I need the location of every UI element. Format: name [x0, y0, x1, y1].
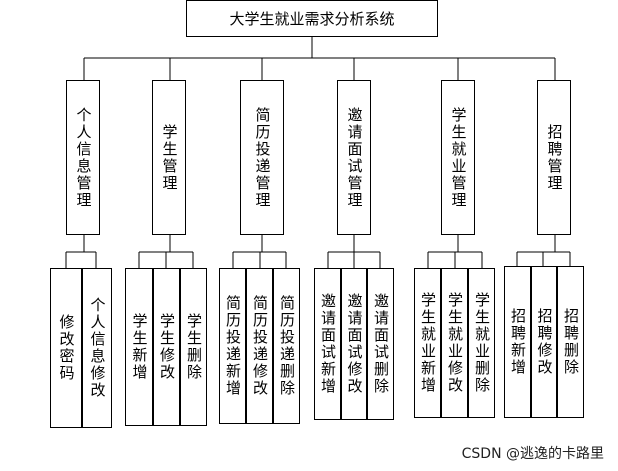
module-resume: 简历投递管理 [240, 80, 284, 235]
function-box: 简历投递新增 [219, 268, 246, 424]
function-box: 学生就业新增 [414, 268, 441, 418]
root-title: 大学生就业需求分析系统 [229, 10, 395, 28]
module-personal-info: 个人信息管理 [66, 80, 100, 235]
function-box: 招聘修改 [531, 266, 557, 418]
function-box: 简历投递修改 [246, 268, 273, 424]
module-student: 学生管理 [152, 80, 186, 235]
function-box: 学生新增 [125, 268, 153, 426]
function-box: 招聘新增 [504, 266, 531, 418]
module-label: 邀请面试管理 [345, 106, 364, 209]
module-interview: 邀请面试管理 [337, 80, 371, 235]
watermark: CSDN @逃逸的卡路里 [461, 446, 604, 462]
function-box: 学生就业删除 [468, 268, 495, 418]
module-label: 个人信息管理 [74, 106, 93, 209]
function-box: 学生修改 [153, 268, 180, 426]
function-box: 个人信息修改 [82, 268, 112, 428]
module-label: 招聘管理 [545, 123, 564, 192]
root-node: 大学生就业需求分析系统 [186, 0, 438, 37]
module-recruitment: 招聘管理 [537, 80, 571, 235]
module-label: 学生就业管理 [449, 106, 468, 209]
function-box: 邀请面试修改 [341, 268, 367, 420]
function-box: 修改密码 [50, 268, 82, 428]
function-box: 学生就业修改 [441, 268, 468, 418]
function-box: 学生删除 [180, 268, 207, 426]
function-box: 简历投递删除 [273, 268, 300, 424]
function-box: 招聘删除 [557, 266, 584, 418]
function-box: 邀请面试新增 [314, 268, 341, 420]
module-label: 简历投递管理 [253, 106, 272, 209]
function-box: 邀请面试删除 [367, 268, 394, 420]
module-employment: 学生就业管理 [441, 80, 475, 235]
module-label: 学生管理 [160, 123, 179, 192]
